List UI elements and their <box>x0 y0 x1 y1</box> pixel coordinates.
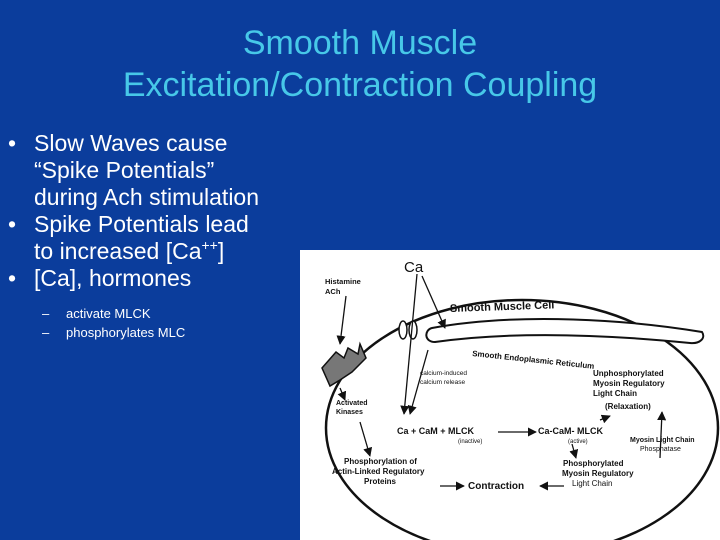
phosphorylation-arrow <box>359 421 373 457</box>
receptor-icon <box>321 341 367 388</box>
sub-bullet-marker: – <box>42 325 50 340</box>
relaxation-label: (Relaxation) <box>605 402 651 411</box>
sub-bullet-marker: – <box>42 306 50 321</box>
calcium-label: Ca <box>404 259 424 276</box>
active-label: (active) <box>568 439 588 445</box>
phosphorylated-light-chain-label: Light Chain <box>572 479 612 488</box>
title-line-2: Excitation/Contraction Coupling <box>122 66 598 104</box>
bullet-item: • Slow Waves cause “Spike Potentials” du… <box>8 130 308 211</box>
histamine-arrow <box>336 295 347 345</box>
phosphorylated-label: Phosphorylated <box>563 459 624 468</box>
sub-bullet-text: phosphorylates MLC <box>66 325 186 340</box>
sub-bullet-list: – activate MLCK – phosphorylates MLC <box>8 304 308 342</box>
phosphorylation-label-2: Actin-Linked Regulatory <box>332 467 425 476</box>
phosphorylation-label-3: Proteins <box>364 477 397 486</box>
ach-label: ACh <box>325 287 341 296</box>
diagram-background <box>300 250 720 540</box>
cell-membrane <box>324 298 720 540</box>
bullet-list: • Slow Waves cause “Spike Potentials” du… <box>8 130 308 342</box>
phosphatase-label-1: Myosin Light Chain <box>630 437 695 444</box>
phosphorylation-label-1: Phosphorylation of <box>344 457 417 466</box>
inactive-label: (inactive) <box>458 439 482 445</box>
unphosphorylated-label: Unphosphorylated <box>593 369 664 378</box>
histamine-label: Histamine <box>325 277 361 286</box>
bullet-marker: • <box>8 265 17 291</box>
title-line-1: Smooth Muscle <box>242 24 478 62</box>
bullet-marker: • <box>8 211 17 237</box>
calcium-induced-arrow <box>421 275 446 329</box>
calcium-release-arrow <box>407 349 429 415</box>
calcium-release-label: calcium release <box>420 379 466 386</box>
phosphorylated-myosin-label: Myosin Regulatory <box>562 469 634 478</box>
bullet-marker: • <box>8 130 17 156</box>
bullet-text: Slow Waves cause “Spike Potentials” duri… <box>34 130 260 210</box>
slide-title: Smooth Muscle Excitation/Contraction Cou… <box>0 22 720 106</box>
calcium-influx-arrow <box>400 273 418 415</box>
cell-label: Smooth Muscle Cell <box>450 299 555 315</box>
sub-bullet-item: – activate MLCK <box>8 304 308 323</box>
coupling-diagram: Ca Histamine ACh Smooth Muscle Cell Smoo… <box>300 250 720 540</box>
kinase-arrow <box>337 387 347 401</box>
bullet-text: [Ca], hormones <box>34 265 192 291</box>
bullet-text-end: ] <box>217 238 225 264</box>
phosphatase-label-2: Phosphatase <box>640 446 681 453</box>
complex-label: Ca-CaM- MLCK <box>538 426 603 436</box>
bullet-item: • [Ca], hormones <box>8 265 308 292</box>
myosin-phosphorylation-arrow <box>569 443 579 459</box>
kinases-label: Kinases <box>336 409 363 416</box>
sub-bullet-text: activate MLCK <box>66 306 151 321</box>
activated-label: Activated <box>336 400 368 407</box>
contraction-label: Contraction <box>468 481 524 492</box>
ca-cam-mlck-label: Ca + CaM + MLCK <box>397 426 475 436</box>
phosphatase-arrow <box>657 411 667 459</box>
activation-arrow <box>599 414 611 424</box>
myosin-regulatory-label: Myosin Regulatory <box>593 379 665 388</box>
calcium-induced-label: calcium-induced <box>420 370 467 377</box>
sub-bullet-item: – phosphorylates MLC <box>8 323 308 342</box>
calcium-channel-icon <box>398 320 408 340</box>
endoplasmic-reticulum <box>425 318 705 345</box>
bullet-text: Spike Potentials lead to increased [Ca <box>34 211 249 264</box>
bullet-superscript: ++ <box>201 237 218 253</box>
light-chain-label: Light Chain <box>593 389 637 398</box>
bullet-item: • Spike Potentials lead to increased [Ca… <box>8 211 308 265</box>
